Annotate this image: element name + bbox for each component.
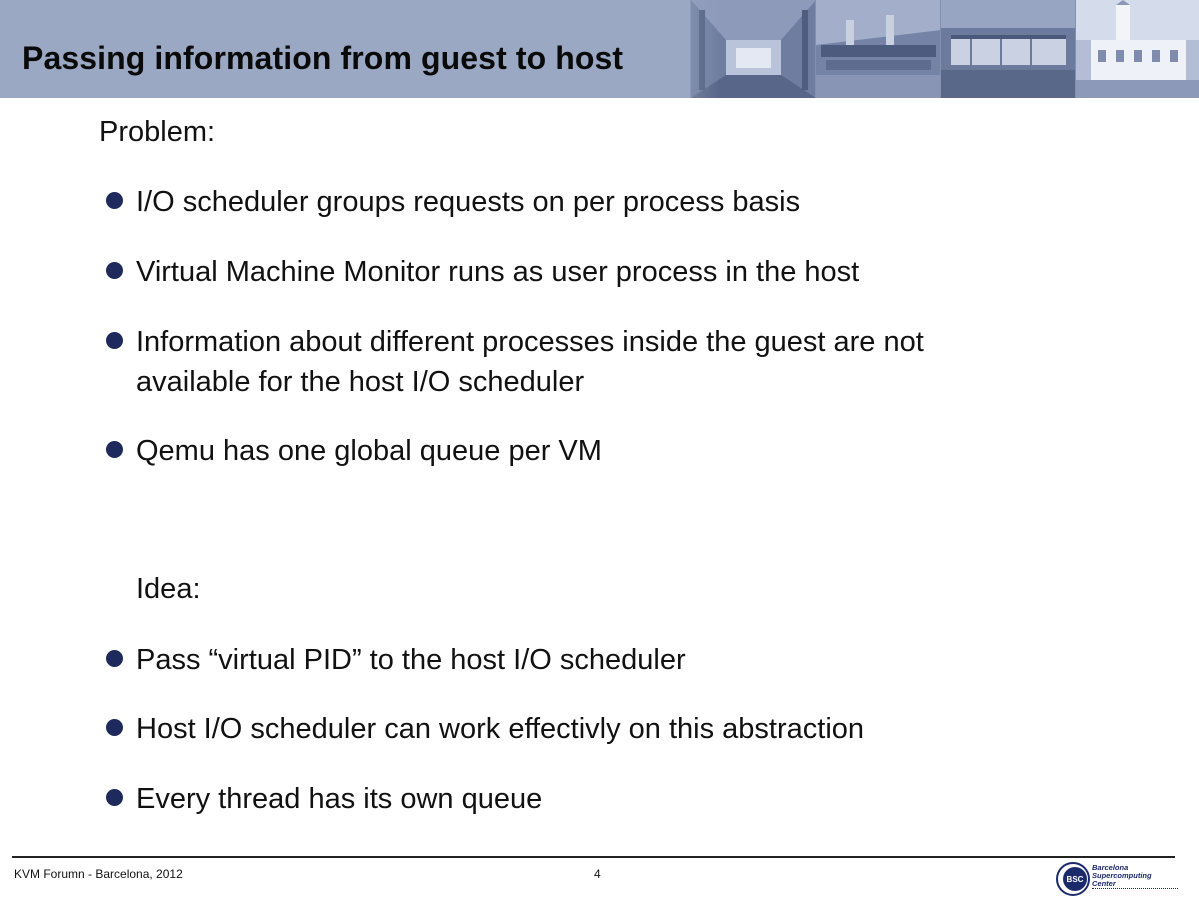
list-item-text: Information about different processes in… — [136, 326, 924, 398]
problem-label: Problem: — [99, 116, 216, 148]
slide-header: Passing information from guest to host — [0, 0, 1199, 98]
footer-divider — [12, 856, 1175, 858]
header-photo-building-icon — [1074, 0, 1199, 98]
bsc-logo: BSC Barcelona Supercomputing Center — [1056, 862, 1180, 896]
logo-line: Supercomputing — [1092, 871, 1152, 880]
header-photo-machines-icon — [815, 0, 941, 98]
list-item-text: Pass “virtual PID” to the host I/O sched… — [136, 644, 686, 676]
logo-line: Center — [1092, 879, 1116, 888]
bullet-icon — [106, 789, 123, 806]
footer-event: KVM Forumn - Barcelona, 2012 — [14, 867, 183, 881]
bsc-logo-icon: BSC — [1056, 862, 1090, 896]
list-item-text: Host I/O scheduler can work effectivly o… — [136, 713, 865, 745]
logo-wordmark: Barcelona Supercomputing Center — [1092, 864, 1152, 888]
header-photo-racks-icon — [940, 0, 1075, 98]
header-fade — [640, 0, 720, 98]
bullet-icon — [106, 332, 123, 349]
header-photo-strip — [690, 0, 1199, 98]
bullet-icon — [106, 441, 123, 458]
slide-title: Passing information from guest to host — [22, 40, 624, 76]
idea-label: Idea: — [136, 573, 201, 605]
logo-line: Barcelona — [1092, 863, 1129, 872]
logo-tagline-line — [1092, 888, 1178, 892]
bullet-icon — [106, 262, 123, 279]
list-item-text: Virtual Machine Monitor runs as user pro… — [136, 256, 860, 288]
logo-badge: BSC — [1067, 875, 1084, 884]
list-item-text: I/O scheduler groups requests on per pro… — [136, 186, 801, 218]
list-item-text: Every thread has its own queue — [136, 783, 543, 815]
bullet-icon — [106, 192, 123, 209]
bullet-icon — [106, 719, 123, 736]
page-number: 4 — [594, 867, 601, 881]
list-item-text: Qemu has one global queue per VM — [136, 435, 602, 467]
bullet-icon — [106, 650, 123, 667]
